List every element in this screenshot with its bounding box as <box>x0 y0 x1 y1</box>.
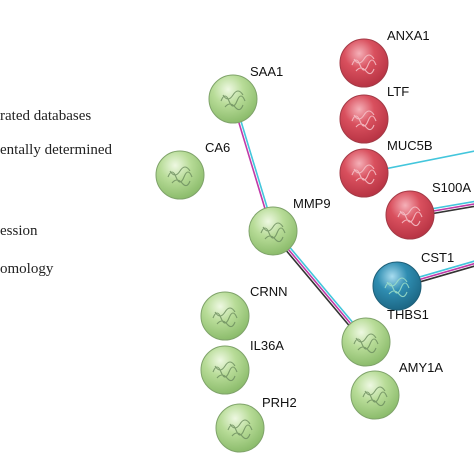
node-circle[interactable] <box>208 74 258 124</box>
node-prh2[interactable]: PRH2 <box>215 395 297 453</box>
node-amy1a[interactable]: AMY1A <box>350 360 443 420</box>
node-circle[interactable] <box>339 38 389 88</box>
protein-structure-icon <box>384 277 410 298</box>
node-il36a[interactable]: IL36A <box>200 338 284 395</box>
legend-protein-homology: omology <box>0 261 54 277</box>
legend-experimentally-determined: entally determined <box>0 142 113 158</box>
node-circle[interactable] <box>385 190 435 240</box>
node-circle[interactable] <box>155 150 205 200</box>
node-label: CRNN <box>250 284 288 299</box>
node-circle[interactable] <box>248 206 298 256</box>
node-circle[interactable] <box>350 370 400 420</box>
node-saa1[interactable]: SAA1 <box>208 64 283 124</box>
node-label: MUC5B <box>387 138 433 153</box>
protein-structure-icon <box>227 419 253 440</box>
node-label: CA6 <box>205 140 230 155</box>
node-circle[interactable] <box>339 94 389 144</box>
node-circle[interactable] <box>339 148 389 198</box>
legend-curated-databases: rated databases <box>0 108 92 124</box>
node-thbs1[interactable]: THBS1 <box>341 307 429 367</box>
node-label: THBS1 <box>387 307 429 322</box>
node-label: SAA1 <box>250 64 283 79</box>
protein-structure-icon <box>260 222 286 243</box>
protein-structure-icon <box>351 110 377 131</box>
node-circle[interactable] <box>200 291 250 341</box>
node-circle[interactable] <box>341 317 391 367</box>
protein-structure-icon <box>397 206 423 227</box>
node-label: PRH2 <box>262 395 297 410</box>
node-label: IL36A <box>250 338 284 353</box>
node-label: CST1 <box>421 250 454 265</box>
node-circle[interactable] <box>215 403 265 453</box>
node-label: MMP9 <box>293 196 331 211</box>
protein-structure-icon <box>351 54 377 75</box>
protein-structure-icon <box>351 164 377 185</box>
node-mmp9[interactable]: MMP9 <box>248 196 331 256</box>
node-cst1[interactable]: CST1 <box>372 250 454 311</box>
node-muc5b[interactable]: MUC5B <box>339 138 433 198</box>
node-circle[interactable] <box>372 261 422 311</box>
node-circle[interactable] <box>200 345 250 395</box>
node-ca6[interactable]: CA6 <box>155 140 230 200</box>
protein-structure-icon <box>353 333 379 354</box>
protein-structure-icon <box>362 386 388 407</box>
protein-structure-icon <box>167 166 193 187</box>
node-s100a[interactable]: S100A <box>385 180 471 240</box>
node-label: AMY1A <box>399 360 443 375</box>
node-label: S100A <box>432 180 471 195</box>
legend-coexpression: ession <box>0 223 38 239</box>
node-crnn[interactable]: CRNN <box>200 284 288 341</box>
helix-protein-icon <box>220 90 246 111</box>
node-label: ANXA1 <box>387 28 430 43</box>
protein-structure-icon <box>212 361 238 382</box>
protein-structure-icon <box>212 307 238 328</box>
node-label: LTF <box>387 84 409 99</box>
node-anxa1[interactable]: ANXA1 <box>339 28 430 88</box>
node-ltf[interactable]: LTF <box>339 84 409 144</box>
